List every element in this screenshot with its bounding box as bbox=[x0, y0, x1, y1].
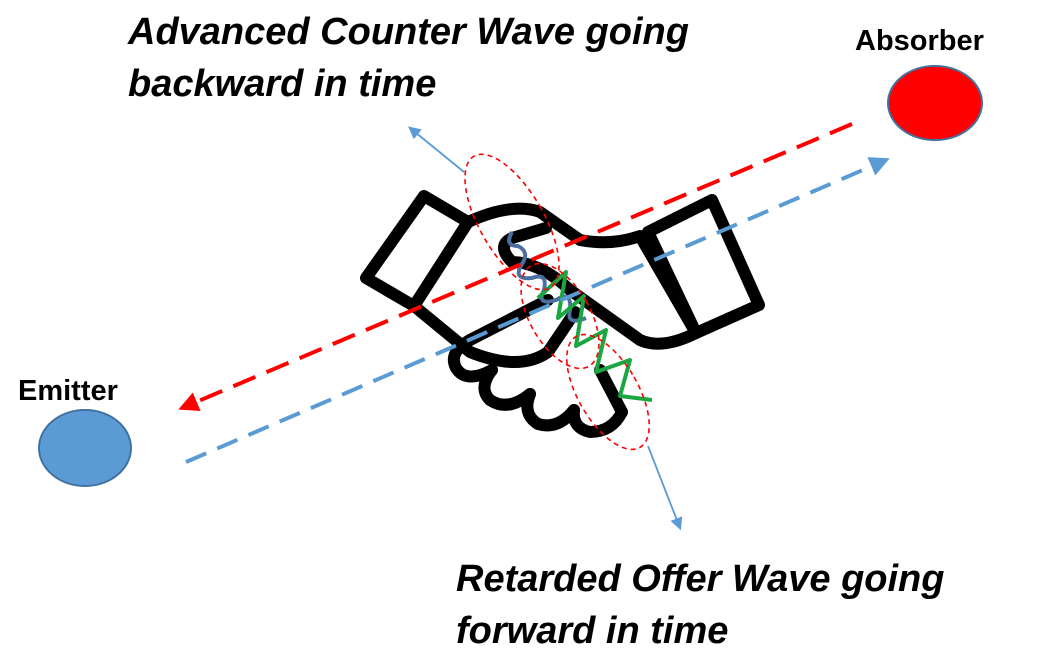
retarded-wave-squiggle bbox=[536, 270, 653, 402]
advanced-wave-label-line1: Advanced Counter Wave going bbox=[128, 11, 689, 53]
absorber-node bbox=[887, 65, 983, 141]
handshake-icon bbox=[360, 190, 765, 438]
retarded-wave-label-line2: forward in time bbox=[456, 610, 729, 652]
emitter-node bbox=[38, 409, 132, 487]
retarded-wave-pointer bbox=[647, 445, 683, 531]
retarded-wave-label: Retarded Offer Wave going forward in tim… bbox=[456, 553, 944, 657]
absorber-label: Absorber bbox=[855, 25, 984, 57]
advanced-counter-wave bbox=[178, 122, 853, 411]
retarded-offer-wave bbox=[185, 157, 890, 464]
advanced-wave-pointer bbox=[408, 126, 465, 173]
advanced-wave-callout bbox=[464, 153, 560, 291]
advanced-wave-label-line2: backward in time bbox=[128, 63, 437, 105]
retarded-wave-callout bbox=[565, 333, 651, 451]
retarded-wave-label-line1: Retarded Offer Wave going bbox=[456, 558, 945, 600]
advanced-wave-label: Advanced Counter Wave going backward in … bbox=[128, 6, 689, 110]
emitter-label: Emitter bbox=[18, 375, 118, 407]
handshake-center-callout bbox=[520, 262, 600, 370]
